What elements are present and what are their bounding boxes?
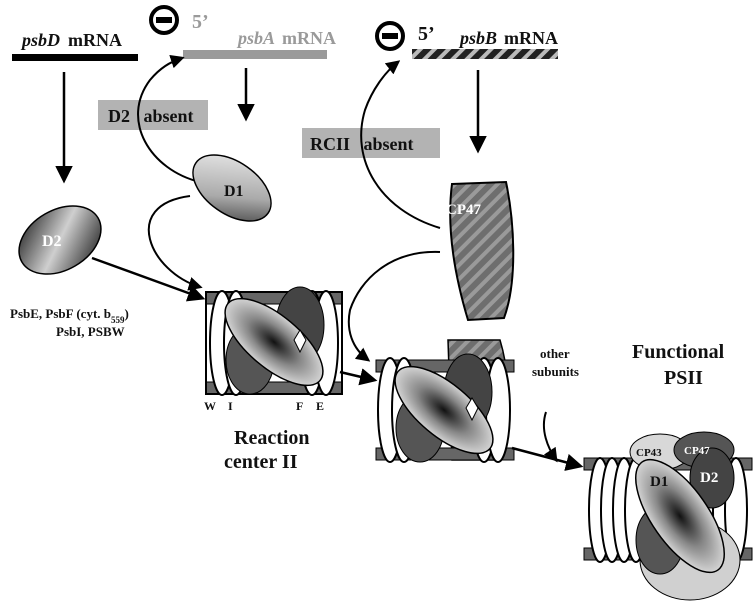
d1-label: D1 — [224, 183, 244, 200]
psbB-mrna-bar — [412, 49, 558, 59]
reaction-center-label-line1: Reaction — [234, 427, 310, 449]
cp47-protein: CP47 — [446, 182, 513, 320]
cp47-label: CP47 — [446, 202, 481, 218]
d1-to-rc-arrow — [149, 196, 200, 287]
psii-d2-label: D2 — [700, 470, 718, 486]
cp47-to-rc-arrow — [349, 252, 440, 360]
minus-circle-icon — [377, 23, 403, 49]
psbD-mrna: psbD mRNA — [12, 30, 138, 61]
psbA-mrna-bar — [183, 50, 327, 59]
psii-d1-label: D1 — [650, 474, 668, 490]
psbD-mrna-bar — [12, 54, 138, 61]
minus-circle-icon — [151, 7, 177, 33]
psbA-mrna-suffix: mRNA — [282, 28, 336, 48]
reaction-center-complex: W I F E — [204, 284, 342, 413]
rcii-absent-box: RCII absent — [302, 128, 440, 158]
cofactor-list: PsbE, PsbF (cyt. b559) PsbI, PSBW — [10, 306, 129, 339]
subunit-w: W — [204, 399, 216, 413]
cofactor-line1: PsbE, PsbF (cyt. b559) — [10, 306, 129, 325]
psbB-mrna: 5’ psbB mRNA — [377, 23, 558, 59]
functional-psii-line1: Functional — [632, 341, 725, 363]
subunit-i: I — [228, 399, 233, 413]
psbB-mrna-suffix: mRNA — [504, 28, 558, 48]
d1-protein: D1 — [181, 141, 283, 234]
d2-label: D2 — [42, 233, 62, 250]
functional-psii-line2: PSII — [664, 367, 703, 389]
reaction-center-label-line2: center II — [224, 451, 298, 473]
psii-cp43-label: CP43 — [636, 447, 662, 459]
subunit-e: E — [316, 399, 324, 413]
cofactor-line2: PsbI, PSBW — [56, 324, 125, 339]
other-subunits-line1: other — [540, 346, 570, 361]
psbA-five-prime: 5’ — [192, 11, 209, 33]
psbD-mrna-suffix: mRNA — [68, 30, 122, 50]
d2-to-rc-arrow — [92, 258, 202, 298]
functional-psii-complex: CP43 CP47 D1 D2 — [584, 432, 752, 600]
psbA-mrna-name: psbA — [236, 28, 275, 48]
psbB-mrna-name: psbB — [458, 28, 497, 48]
other-subunits-line2: subunits — [532, 364, 579, 379]
rc47-complex — [376, 340, 514, 468]
rc47-to-psii-arrow — [512, 448, 580, 466]
rc-to-rc47-arrow — [340, 372, 374, 380]
subunit-f: F — [296, 399, 303, 413]
psii-cp47-label: CP47 — [684, 445, 710, 457]
d2-absent-label: D2 absent — [108, 106, 194, 126]
d2-absent-box: D2 absent — [98, 100, 208, 130]
psbB-five-prime: 5’ — [418, 23, 435, 45]
psbA-mrna: 5’ psbA mRNA — [151, 7, 336, 59]
d2-protein: D2 — [7, 192, 113, 288]
psbD-mrna-name: psbD — [20, 30, 60, 50]
other-subunits-arrow — [544, 412, 556, 460]
